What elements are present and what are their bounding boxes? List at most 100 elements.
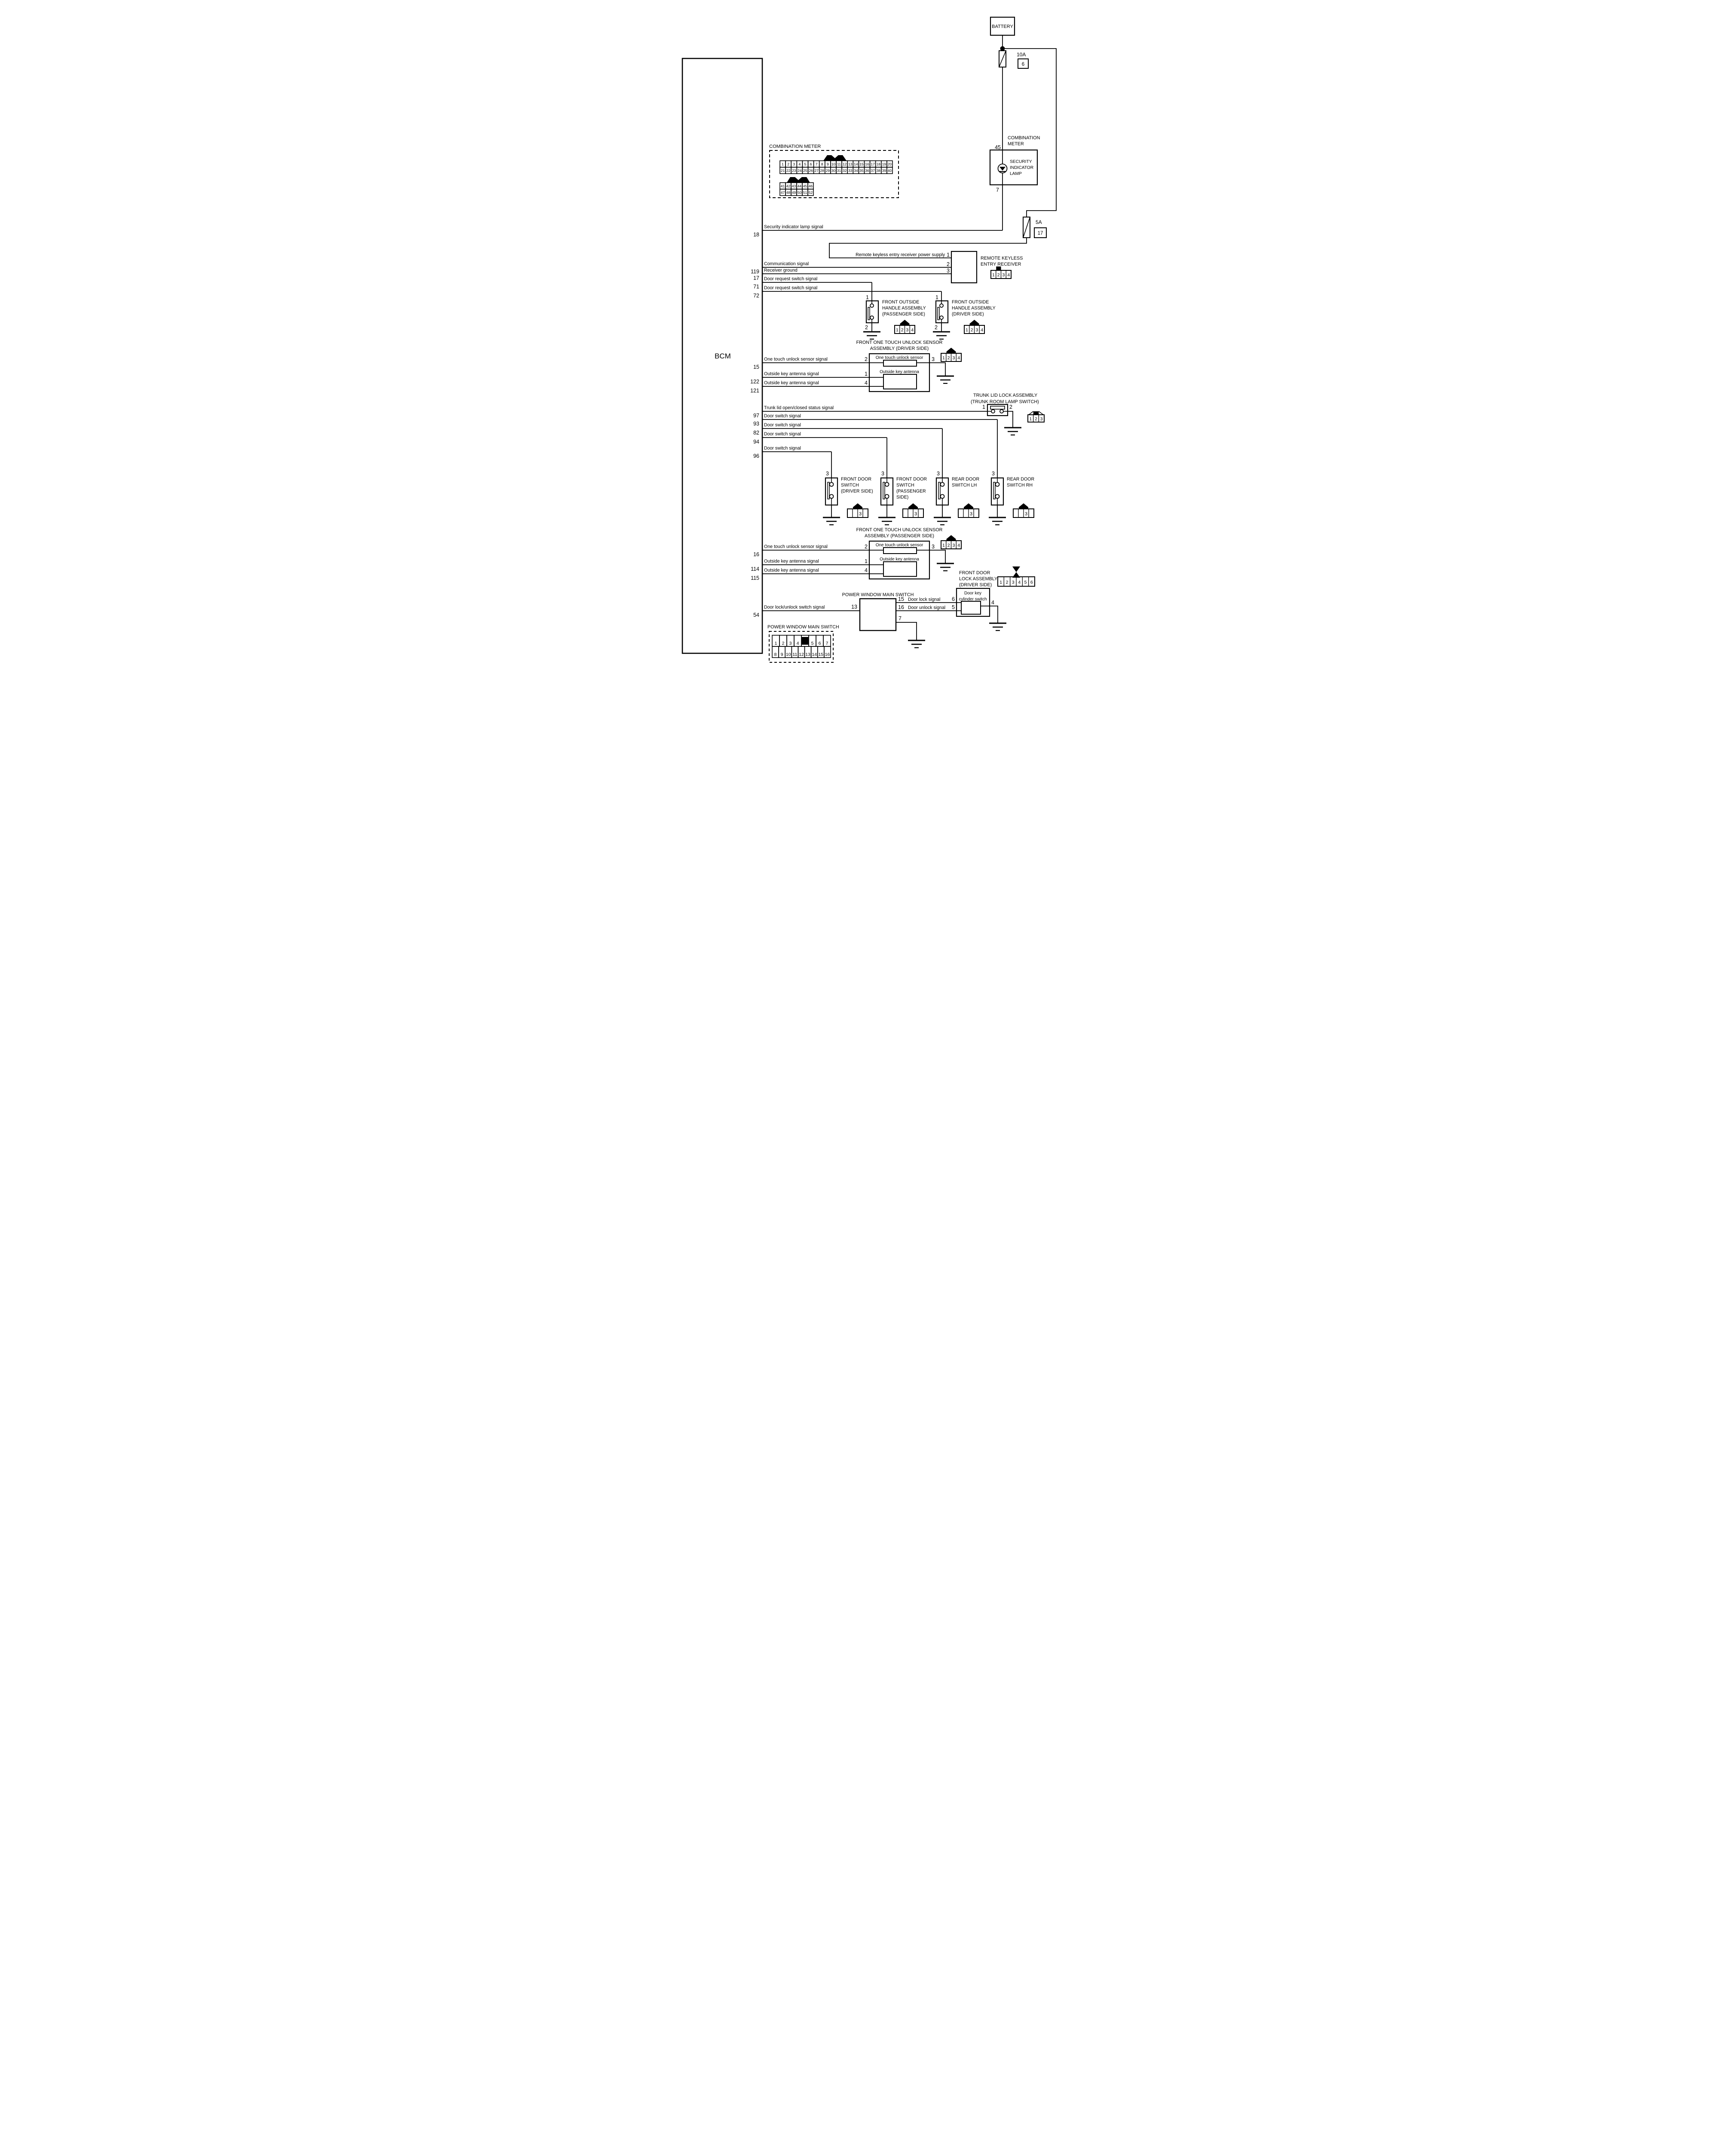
front-outside-handle-passenger-pin-bottom: 2 — [865, 324, 868, 331]
one-touch-unlock-passenger-pin-1: 1 — [865, 558, 868, 564]
door-switch-0-title: FRONT DOOR — [841, 477, 871, 482]
bcm-pin-number: 122 — [750, 379, 759, 385]
trunk-connector-pin-1: 1 — [1030, 417, 1032, 422]
pw-ground-wire — [896, 622, 917, 640]
door-key-cylinder-label: cylinder switch — [959, 597, 987, 602]
door-switch-0-switch-bar — [827, 482, 830, 499]
trunk-lid-title: (TRUNK ROOM LAMP SWITCH) — [971, 399, 1039, 404]
door-lock-signal-label: Door lock signal — [908, 597, 940, 602]
pw-conn-row1-pin-2: 2 — [782, 641, 785, 646]
door-lock-assembly-title: (DRIVER SIDE) — [959, 582, 992, 588]
one-touch-unlock-passenger-box — [868, 540, 930, 580]
one-touch-unlock-passenger-title: FRONT ONE TOUCH UNLOCK SENSOR — [856, 527, 943, 533]
meter-conn-a-pin-32: 32 — [843, 168, 847, 173]
pw-conn-row1-pin-1: 1 — [775, 641, 777, 646]
receiver-pin-1: 1 — [947, 252, 950, 258]
meter-conn-b-pin-42: 42 — [786, 184, 791, 188]
meter-conn-a-pin-13: 13 — [848, 162, 853, 166]
meter-conn-a-pin-18: 18 — [876, 162, 880, 166]
bcm-pin-number: 17 — [753, 275, 759, 281]
fuse-5a-number-box — [1034, 227, 1047, 238]
security-lamp-label: LAMP — [1010, 171, 1022, 176]
meter-conn-a-cell — [886, 167, 893, 174]
pw-pin-15: 15 — [898, 596, 904, 602]
door-switch-2-contact-top — [940, 482, 945, 487]
door-switch-2-title: SWITCH LH — [952, 483, 977, 488]
meter-conn-a-pin-36: 36 — [865, 168, 869, 173]
cylinder-ground-wire — [981, 606, 998, 623]
receiver-pin-2: 2 — [947, 261, 950, 267]
door-switch-1-pin: 3 — [881, 471, 884, 477]
one-touch-unlock-driver-box — [868, 353, 930, 392]
pw-pin-7: 7 — [899, 615, 902, 621]
door-lock-connector-pin-6: 6 — [1030, 580, 1033, 585]
wire-signal-label: Communication signal — [764, 261, 809, 266]
pw-conn-row2-pin-10: 10 — [786, 652, 791, 657]
one-touch-unlock-driver-antenna-label: Outside key antenna — [880, 370, 919, 374]
pw-conn-row2-pin-13: 13 — [805, 652, 810, 657]
security-lamp-label: INDICATOR — [1010, 165, 1033, 170]
trunk-lid-title: TRUNK LID LOCK ASSEMBLY — [973, 393, 1037, 398]
receiver-title: REMOTE KEYLESS — [981, 256, 1023, 261]
one-touch-unlock-driver-sensor-label: One touch unlock sensor — [876, 355, 923, 360]
meter-conn-a-pin-6: 6 — [810, 162, 812, 166]
trunk-connector-pin-2: 2 — [1035, 417, 1037, 422]
trunk-connector-pin-3: 3 — [1040, 417, 1043, 422]
door-switch-1-contact-top — [884, 482, 889, 487]
one-touch-unlock-passenger-antenna-element — [883, 561, 917, 577]
front-outside-handle-driver-connector-cell-4: 4 — [981, 328, 983, 333]
meter-conn-a-pin-40: 40 — [888, 168, 892, 173]
trunk-pin-1: 1 — [982, 404, 985, 410]
door-switch-3-pin: 3 — [992, 471, 995, 477]
trunk-switch-bar — [990, 406, 1005, 410]
fuse-5a-number: 17 — [1038, 231, 1043, 236]
one-touch-unlock-passenger-title: ASSEMBLY (PASSENGER SIDE) — [865, 533, 934, 539]
door-lock-connector-pin-5: 5 — [1024, 580, 1027, 585]
front-outside-handle-passenger-connector-cell-2: 2 — [901, 328, 904, 333]
fuse-10a-number: 6 — [1022, 62, 1024, 67]
door-switch-0-title: SWITCH — [841, 483, 859, 488]
meter-conn-a-pin-5: 5 — [804, 162, 807, 166]
meter-conn-a-pin-21: 21 — [781, 168, 785, 173]
pw-conn-row2-pin-14: 14 — [812, 652, 817, 657]
fuse-5a-icon-element — [1023, 217, 1030, 238]
meter-conn-b-pin-50: 50 — [798, 190, 802, 195]
trunk-connector-roof — [1028, 411, 1034, 415]
front-outside-handle-driver-pin-top: 1 — [935, 294, 938, 300]
cyl-pin-4: 4 — [991, 600, 994, 606]
meter-conn-a-pin-31: 31 — [837, 168, 841, 173]
one-touch-unlock-driver-pin-3: 3 — [932, 356, 935, 362]
pw-conn-row2-pin-8: 8 — [774, 652, 777, 657]
wire-signal-label: Security indicator lamp signal — [764, 224, 823, 230]
power-window-title: POWER WINDOW MAIN SWITCH — [842, 592, 914, 597]
door-switch-0-title: (DRIVER SIDE) — [841, 489, 873, 494]
wire-receiver-supply — [829, 238, 1027, 258]
one-touch-unlock-passenger-connector-cell-4: 4 — [957, 543, 960, 548]
pw-conn-row2-cell — [824, 646, 831, 658]
meter-conn-a-pin-12: 12 — [843, 162, 847, 166]
door-lock-connector-keyway — [1012, 566, 1020, 578]
front-outside-handle-passenger-title: FRONT OUTSIDE — [882, 300, 919, 305]
trunk-ground-wire — [1008, 411, 1013, 428]
one-touch-unlock-passenger-sensor-element — [883, 547, 917, 554]
meter-conn-a-pin-3: 3 — [793, 162, 795, 166]
keyless-receiver-box — [951, 251, 978, 284]
meter-conn-a-pin-35: 35 — [859, 168, 864, 173]
meter-conn-a-pin-17: 17 — [871, 162, 875, 166]
front-outside-handle-driver-title: FRONT OUTSIDE — [952, 300, 989, 305]
front-outside-handle-driver-connector-cell-1: 1 — [966, 328, 968, 333]
fuse-10a-icon-element — [999, 50, 1006, 67]
wire-signal-label: Door switch signal — [764, 413, 801, 419]
meter-conn-a-pin-4: 4 — [798, 162, 801, 166]
receiver-connector-cell-3: 3 — [1002, 272, 1005, 278]
door-switch-3-title: REAR DOOR — [1007, 477, 1035, 482]
door-switch-2-connector-tab-icon — [964, 503, 973, 509]
combination-meter-title: METER — [1008, 141, 1024, 147]
door-switch-1-connector-tab-icon — [908, 503, 918, 509]
door-switch-2-pin: 3 — [937, 471, 940, 477]
one-touch-unlock-driver-connector-cell-1: 1 — [942, 355, 945, 361]
door-switch-0-connector-cell: 3 — [859, 511, 862, 517]
meter-conn-a-pin-2: 2 — [787, 162, 789, 166]
door-switch-0-contact-bottom — [829, 494, 834, 499]
door-switch-1-title: FRONT DOOR — [896, 477, 927, 482]
